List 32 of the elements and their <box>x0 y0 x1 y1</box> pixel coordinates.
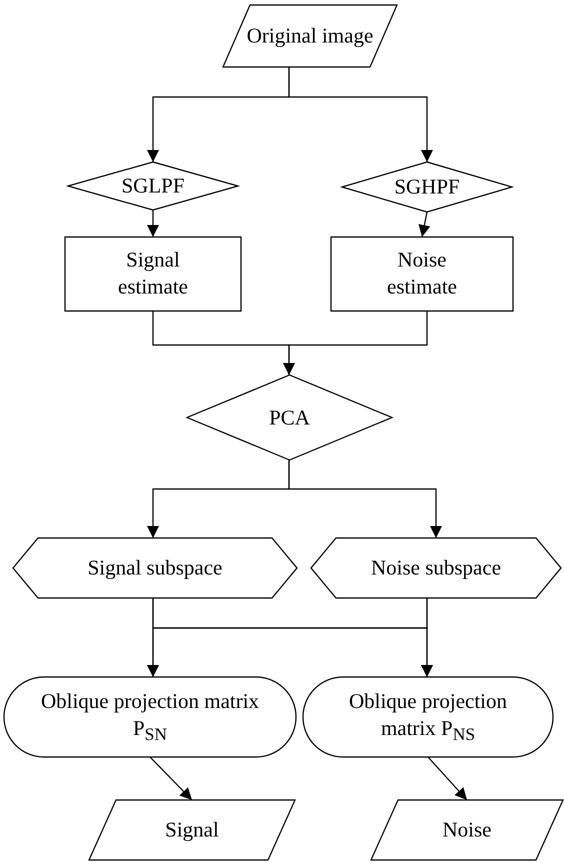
node-label: Oblique projection matrix P$_{NS}$ <box>348 688 508 746</box>
parallelogram-node <box>223 5 397 67</box>
arrow <box>288 460 442 538</box>
parallelogram-node <box>89 800 295 860</box>
decision-diamond <box>342 162 512 212</box>
arrow <box>428 756 468 800</box>
node-label: Signal <box>165 816 219 844</box>
parallelogram-node <box>371 800 563 860</box>
node-label: Noise estimate <box>386 246 458 301</box>
node-label: Signal subspace <box>88 554 222 582</box>
arrow <box>418 212 430 238</box>
decision-diamond <box>187 375 392 460</box>
node-label: Oblique projection matrix P$_{SN}$ <box>40 688 260 746</box>
process-box <box>331 237 513 311</box>
node-label: Signal estimate <box>117 246 189 301</box>
hexagon-node <box>13 538 297 598</box>
process-box <box>65 237 241 311</box>
rounded-terminal <box>303 677 553 757</box>
arrow <box>421 598 433 677</box>
node-label: Noise subspace <box>370 554 502 582</box>
node-label: Original image <box>246 22 374 50</box>
hexagon-node <box>311 538 561 598</box>
node-label: SGHPF <box>394 173 460 200</box>
arrow <box>147 210 159 237</box>
arrow <box>283 311 428 375</box>
arrow <box>150 756 192 800</box>
node-label: SGLPF <box>121 172 185 200</box>
node-label: PCA <box>269 404 310 431</box>
arrow <box>288 67 433 162</box>
rounded-terminal <box>4 677 296 757</box>
decision-diamond <box>68 162 238 210</box>
node-label: Noise <box>442 816 492 844</box>
